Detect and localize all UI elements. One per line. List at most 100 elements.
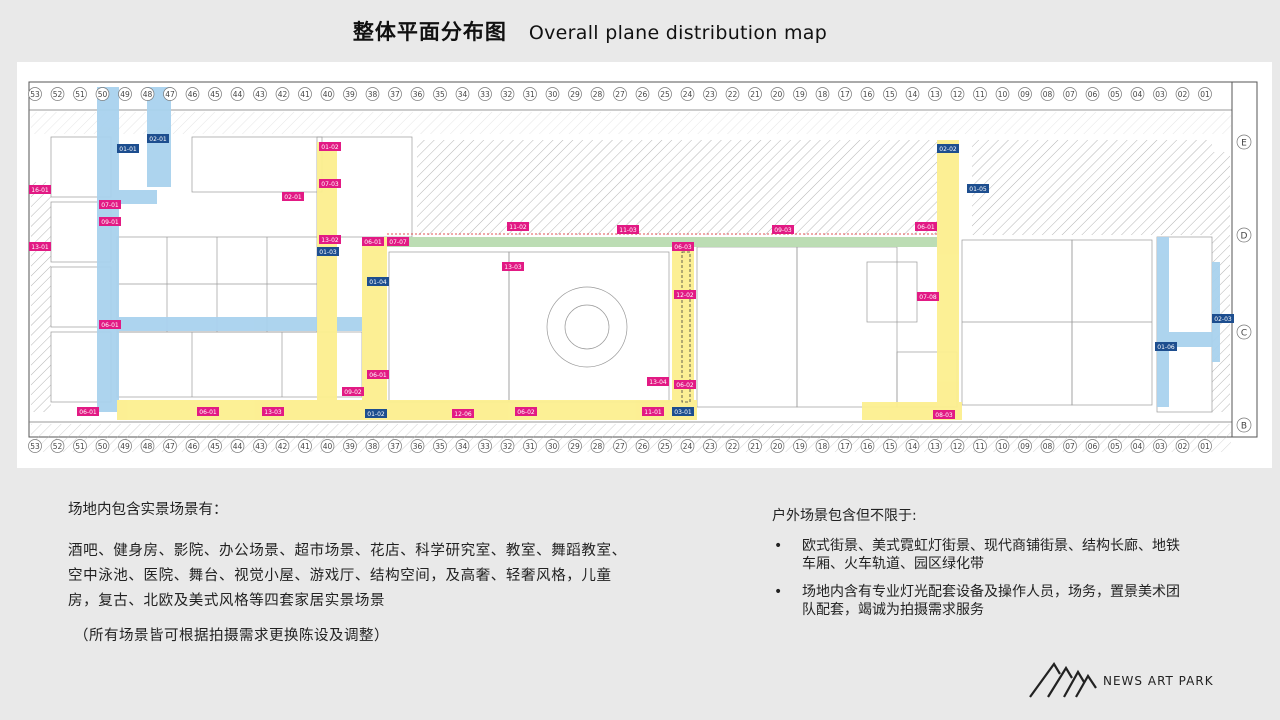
bottom-axis-label: 16 — [863, 442, 873, 451]
top-axis-marker — [95, 87, 110, 101]
zone-tag-navy — [967, 184, 989, 193]
zone-tag-magenta — [99, 200, 121, 209]
bottom-axis-marker — [1130, 439, 1145, 453]
indoor-scenes-note: （所有场景皆可根据拍摄需求更换陈设及调整） — [74, 628, 389, 644]
top-axis-marker — [455, 87, 470, 101]
bottom-axis-label: 33 — [480, 442, 490, 451]
bottom-axis-marker — [523, 439, 537, 453]
outdoor-item-2-line-1: 场地内含有专业灯光配套设备及操作人员，场务，置景美术团 — [802, 584, 1180, 600]
mountain-lines-logo-icon — [1029, 662, 1097, 698]
bottom-axis-label: 24 — [683, 442, 693, 451]
zone-tag-navy — [937, 144, 959, 153]
top-axis-label: 53 — [30, 90, 40, 99]
top-axis-marker — [950, 87, 965, 101]
top-axis-label: 26 — [638, 90, 648, 99]
zone-tag-magenta-label: 07-07 — [389, 239, 407, 246]
top-axis-marker — [1063, 87, 1077, 101]
indoor-scenes-heading: 场地内包含实景场景有： — [68, 502, 228, 518]
zone-tag-magenta-label: 13-02 — [321, 237, 339, 244]
zone-tag-navy-label: 01-02 — [367, 411, 385, 418]
bottom-axis-marker — [410, 439, 425, 453]
bottom-axis-marker — [343, 439, 357, 453]
zone-tag-magenta — [674, 290, 696, 299]
zone-tag-magenta — [77, 407, 99, 416]
bottom-axis-marker — [950, 439, 965, 453]
top-axis-label: 07 — [1065, 90, 1075, 99]
top-axis-marker — [883, 87, 897, 101]
bottom-axis-marker — [748, 439, 762, 453]
zone-tag-magenta-label: 06-01 — [79, 409, 97, 416]
zone-tag-magenta — [647, 377, 669, 386]
top-axis-label: 17 — [840, 90, 850, 99]
top-axis-marker — [725, 87, 740, 101]
bottom-axis-label: 29 — [570, 442, 580, 451]
top-axis-marker — [433, 87, 447, 101]
side-axis-marker — [1236, 417, 1252, 433]
zone-tag-magenta — [29, 185, 51, 194]
top-axis-marker — [500, 87, 515, 101]
top-axis-label: 39 — [345, 90, 355, 99]
top-axis-label: 42 — [278, 90, 288, 99]
bottom-axis-marker — [28, 439, 42, 453]
top-axis-label: 40 — [323, 90, 333, 99]
zone-tag-magenta-label: 08-03 — [935, 412, 953, 419]
top-axis-marker — [1130, 87, 1145, 101]
top-axis-label: 05 — [1110, 90, 1120, 99]
top-axis-label: 02 — [1178, 90, 1188, 99]
bottom-axis-marker — [725, 439, 740, 453]
zone-tag-magenta-label: 11-03 — [619, 227, 637, 234]
bottom-axis-label: 41 — [300, 442, 310, 451]
zone-tag-magenta-label: 09-01 — [101, 219, 119, 226]
zone-tag-magenta — [282, 192, 304, 201]
bottom-axis-marker — [838, 439, 852, 453]
bottom-axis-label: 09 — [1020, 442, 1030, 451]
top-axis-label: 51 — [75, 90, 85, 99]
top-axis-marker — [230, 87, 245, 101]
top-axis-label: 12 — [953, 90, 963, 99]
bottom-axis-label: 47 — [165, 442, 175, 451]
zone-tag-magenta — [319, 142, 341, 151]
bottom-axis-label: 37 — [390, 442, 400, 451]
bottom-axis-label: 51 — [75, 442, 85, 451]
bottom-axis-marker — [95, 439, 110, 453]
zone-tag-navy-label: 02-01 — [149, 136, 167, 143]
zone-tag-navy — [317, 247, 339, 256]
top-axis-marker — [298, 87, 312, 101]
top-axis-marker — [770, 87, 785, 101]
top-axis-marker — [163, 87, 177, 101]
top-axis-marker — [748, 87, 762, 101]
zone-tag-magenta-label: 09-02 — [344, 389, 362, 396]
bottom-axis-marker — [230, 439, 245, 453]
bottom-axis-label: 48 — [143, 442, 153, 451]
bottom-axis-marker — [860, 439, 875, 453]
top-axis-label: 35 — [435, 90, 445, 99]
top-axis-label: 25 — [660, 90, 670, 99]
side-axis-marker — [1236, 324, 1252, 340]
zone-tag-navy-label: 02-02 — [939, 146, 957, 153]
bottom-axis-label: 07 — [1065, 442, 1075, 451]
zone-tag-navy-label: 01-05 — [969, 186, 987, 193]
top-axis-label: 49 — [120, 90, 130, 99]
bottom-axis-label: 15 — [885, 442, 895, 451]
bottom-axis-label: 13 — [930, 442, 940, 451]
top-axis-label: 34 — [458, 90, 468, 99]
indoor-scenes-line-1: 酒吧、健身房、影院、办公场景、超市场景、花店、科学研究室、教室、舞蹈教室、 — [68, 543, 627, 559]
bottom-axis-marker — [298, 439, 312, 453]
outdoor-scenes-heading: 户外场景包含但不限于: — [772, 508, 917, 524]
bottom-axis-label: 10 — [998, 442, 1008, 451]
top-axis-label: 37 — [390, 90, 400, 99]
zone-tag-magenta-label: 07-03 — [321, 181, 339, 188]
bullet-icon: • — [774, 538, 783, 554]
bottom-axis-marker — [590, 439, 605, 453]
zone-tag-navy-label: 01-01 — [119, 146, 137, 153]
top-axis-label: 29 — [570, 90, 580, 99]
top-axis-label: 50 — [98, 90, 108, 99]
zone-tag-magenta-label: 13-03 — [264, 409, 282, 416]
bottom-axis-label: 18 — [818, 442, 828, 451]
bottom-axis-marker — [320, 439, 335, 453]
indoor-scenes-line-2: 空中泳池、医院、舞台、视觉小屋、游戏厅、结构空间，及高奢、轻奢风格，儿童 — [68, 568, 612, 584]
top-axis-label: 11 — [975, 90, 985, 99]
bottom-axis-marker — [365, 439, 380, 453]
zone-tag-magenta-label: 06-02 — [517, 409, 535, 416]
bottom-axis-label: 34 — [458, 442, 468, 451]
